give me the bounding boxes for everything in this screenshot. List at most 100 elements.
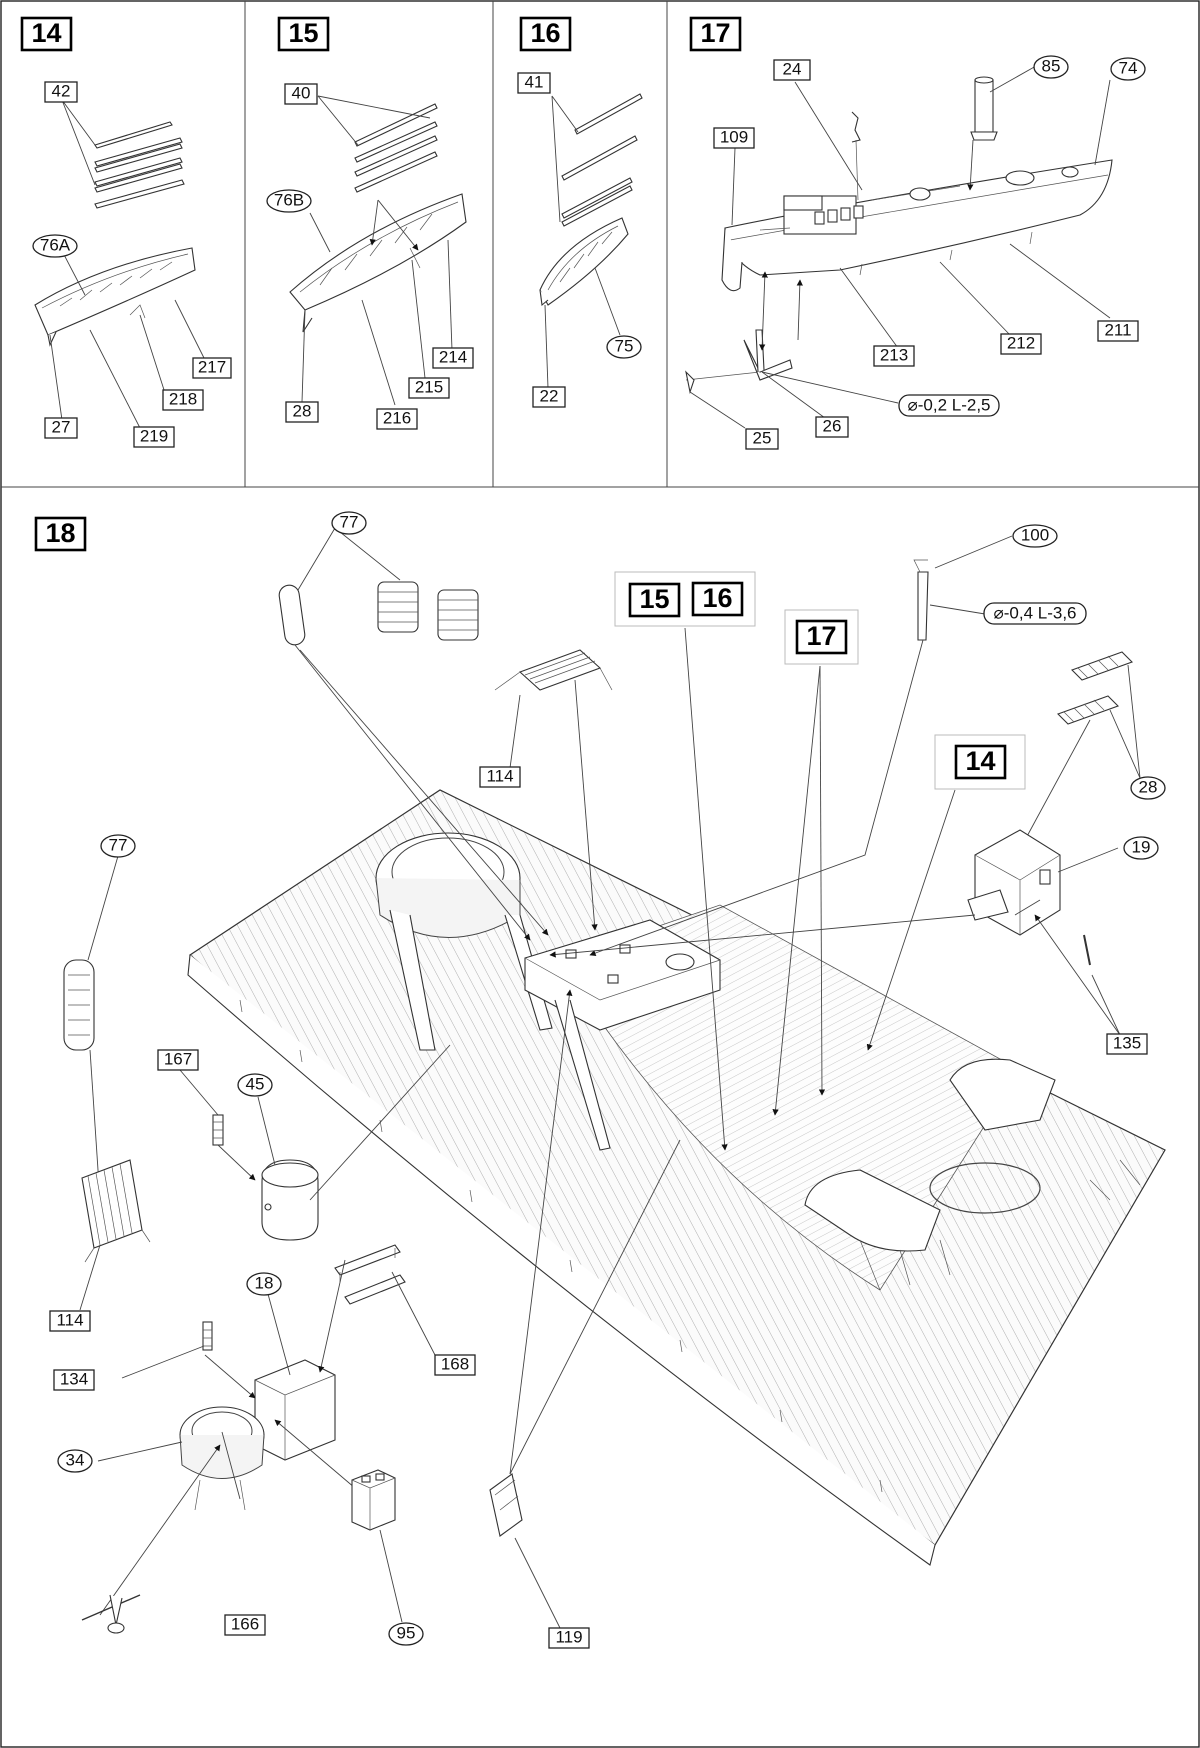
step-17-badge (689, 16, 742, 52)
label-166-text: 166 (231, 1614, 259, 1633)
step-15-panel: 15 40 76B 214 215 28 (266, 16, 474, 430)
part-85-funnel (970, 76, 998, 141)
label-211 (1097, 320, 1139, 342)
label-34 (57, 1449, 93, 1473)
label-109 (713, 127, 755, 149)
part-134-ladder (202, 1321, 213, 1351)
label-22-text: 22 (540, 386, 559, 405)
label-217 (192, 357, 232, 379)
part-75-lifeboat (539, 217, 629, 307)
label-216 (376, 408, 418, 430)
label-40 (284, 83, 318, 105)
label-134 (53, 1369, 95, 1391)
part-42-seat-strips (94, 121, 185, 209)
label-212 (1000, 333, 1042, 355)
label-218-text: 218 (169, 389, 197, 408)
step-16-panel: 16 41 75 22 (517, 16, 643, 408)
label-25 (745, 428, 779, 450)
label-74 (1110, 57, 1146, 81)
label-77-left (100, 834, 136, 858)
label-100-text: 100 (1021, 525, 1049, 544)
label-167 (157, 1049, 199, 1071)
part-168-rails (334, 1244, 406, 1305)
part-119-chute (489, 1473, 523, 1537)
label-85 (1033, 55, 1069, 79)
step-16-number: 16 (530, 18, 560, 48)
part-24-mast-light (851, 111, 861, 201)
label-135 (1106, 1033, 1148, 1055)
label-114-left (49, 1310, 91, 1332)
label-24 (773, 59, 811, 81)
part-40-seat-strips (354, 103, 438, 193)
part-77-life-rings-top (278, 581, 479, 646)
label-213 (873, 345, 915, 367)
label-85-text: 85 (1042, 56, 1061, 75)
label-19 (1123, 836, 1159, 860)
label-114-left-text: 114 (56, 1310, 83, 1329)
part-19-deckhouse (967, 829, 1061, 936)
label-24-text: 24 (783, 59, 802, 78)
main-deck-assembly (187, 789, 1166, 1566)
label-wire-0-4 (983, 602, 1087, 625)
label-167-text: 167 (164, 1049, 192, 1068)
step-14-badge (20, 16, 73, 52)
part-77-life-ring-left (63, 959, 95, 1051)
label-219 (133, 426, 175, 448)
label-27 (44, 417, 78, 439)
ref-step-14: 14 (965, 746, 995, 776)
label-135-text: 135 (1113, 1033, 1141, 1052)
label-100 (1012, 524, 1058, 548)
step-18-panel: 18 (34, 511, 1166, 1649)
label-28-text: 28 (293, 401, 312, 420)
label-28 (285, 401, 319, 423)
label-28-step18 (1130, 776, 1166, 800)
label-95 (388, 1622, 424, 1646)
label-119 (548, 1627, 590, 1649)
label-134-text: 134 (60, 1369, 88, 1388)
part-76a-lifeboat (34, 247, 196, 347)
part-166-vane (81, 1594, 141, 1634)
label-41 (517, 72, 551, 94)
step-18-number: 18 (45, 518, 75, 548)
step-17-panel: 17 (685, 16, 1146, 450)
part-18-housing (254, 1359, 336, 1461)
label-wire-0-2-text: ⌀-0,2 L-2,5 (908, 395, 991, 414)
label-166 (224, 1614, 266, 1636)
label-25-text: 25 (753, 428, 772, 447)
reference-box-15-16: 15 16 (614, 571, 756, 627)
reference-box-14: 14 (934, 734, 1026, 790)
label-109-text: 109 (720, 127, 748, 146)
label-114-top (479, 766, 521, 788)
part-114-grating-top (494, 649, 613, 691)
label-119-text: 119 (555, 1627, 582, 1646)
step-16-badge (519, 16, 572, 52)
label-42 (44, 81, 78, 103)
label-215 (408, 377, 450, 399)
label-214 (432, 347, 474, 369)
label-74-text: 74 (1119, 58, 1138, 77)
step-15-badge (277, 16, 330, 52)
label-wire-0-2 (898, 394, 1000, 417)
label-219-text: 219 (140, 426, 168, 445)
label-19-text: 19 (1132, 837, 1151, 856)
label-45-text: 45 (246, 1074, 265, 1093)
label-75-text: 75 (615, 336, 634, 355)
label-wire-0-4-text: ⌀-0,4 L-3,6 (994, 603, 1077, 622)
label-213-text: 213 (880, 345, 908, 364)
label-76a (32, 234, 78, 258)
part-135-rod (1083, 934, 1091, 966)
ref-step-17: 17 (806, 621, 836, 651)
label-34-text: 34 (66, 1450, 85, 1469)
part-28-gratings (1056, 651, 1134, 725)
part-76b-lifeboat (289, 193, 467, 333)
step-14-panel: 14 42 76A 217 218 (20, 16, 232, 448)
label-28-step18-text: 28 (1139, 777, 1158, 796)
label-40-text: 40 (292, 83, 311, 102)
label-22 (532, 386, 566, 408)
label-26 (815, 416, 849, 438)
part-114-grating-left (81, 1159, 151, 1263)
label-26-text: 26 (823, 416, 842, 435)
label-27-text: 27 (52, 417, 71, 436)
label-95-text: 95 (397, 1623, 416, 1642)
label-42-text: 42 (52, 81, 71, 100)
